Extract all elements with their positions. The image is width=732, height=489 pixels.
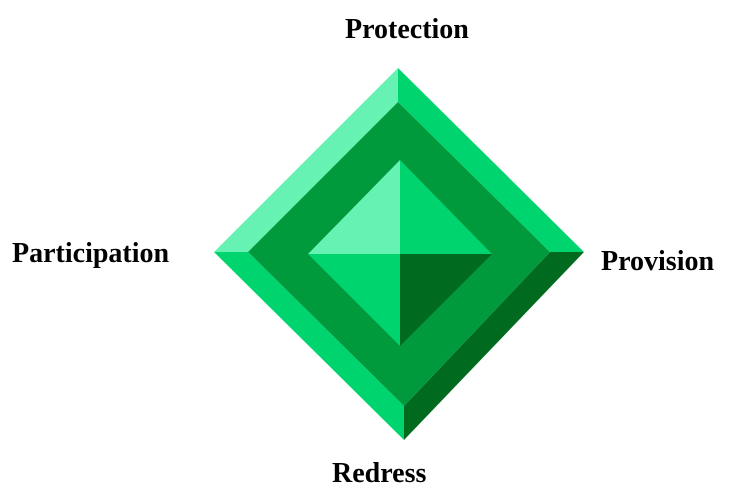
diamond-gem-diagram <box>0 0 732 486</box>
